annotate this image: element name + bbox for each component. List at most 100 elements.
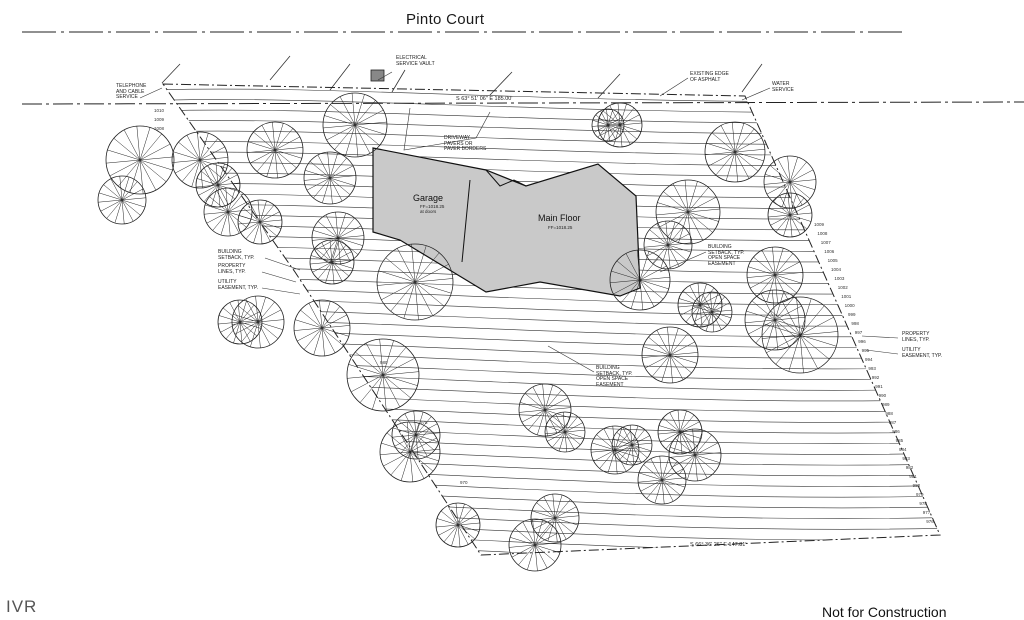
- tree: [303, 151, 357, 205]
- tree: [346, 338, 420, 412]
- tree: [203, 187, 253, 237]
- contour-elevation-label: 998: [851, 321, 859, 326]
- construction-note: Not for Construction: [822, 604, 947, 620]
- utility-easement-right-label: Utility Easement, Typ.: [902, 347, 943, 359]
- telephone-service-label: Telephone and Cable Service: [116, 83, 147, 100]
- tree: [237, 199, 283, 245]
- utility-easement-left-label: Utility Easement, Typ.: [218, 279, 259, 291]
- contour-elevation-label: 985: [895, 438, 904, 443]
- contour-line: [163, 519, 940, 541]
- contour-elevation-label: 981: [909, 474, 917, 479]
- main-floor-elevation: FF=1018.25: [548, 225, 573, 230]
- tree: [657, 409, 703, 455]
- contour-elevation-label: 980: [380, 360, 388, 365]
- contour-line: [163, 487, 940, 509]
- driveway-path: [403, 107, 491, 151]
- tree: [246, 121, 304, 179]
- contour-elevation-label: 976: [926, 519, 934, 524]
- contour-elevation-label: 991: [875, 384, 883, 389]
- garage-label: Garage: [413, 193, 444, 203]
- water-service-label: Water Service: [772, 81, 794, 93]
- tree: [655, 179, 721, 245]
- watermark: IVR: [6, 597, 38, 616]
- tree: [435, 502, 481, 548]
- contour-line: [163, 424, 940, 445]
- property-lines-right-label: Property Lines, Typ.: [902, 331, 930, 343]
- garage-wall: [461, 179, 471, 263]
- contour-line: [163, 361, 940, 380]
- main-floor-label: Main Floor: [538, 213, 581, 223]
- contour-elevation-label: 990: [878, 393, 887, 398]
- contour-line: [163, 435, 940, 455]
- tree: [508, 518, 562, 572]
- trees: [97, 92, 839, 572]
- tree: [641, 326, 699, 384]
- contour-line: [163, 130, 940, 145]
- electrical-service-label: Electrical Service Vault: [396, 55, 435, 67]
- tree: [643, 220, 693, 270]
- contour-elevation-label: 1000: [844, 303, 855, 308]
- tree: [311, 211, 365, 265]
- tree: [391, 410, 441, 460]
- property-lines-left-label: Property Lines, Typ.: [218, 263, 246, 275]
- tree: [518, 383, 572, 437]
- tree: [668, 428, 722, 482]
- north-bearing: S 63° 51' 06" E 185.00': [456, 96, 513, 102]
- contour-line: [163, 372, 940, 391]
- tree: [609, 249, 671, 311]
- tree: [309, 239, 355, 285]
- contour-elevation-label: 1008: [154, 126, 165, 131]
- contour-elevation-label: 1003: [834, 276, 845, 281]
- contour-elevation-label: 1009: [154, 117, 165, 122]
- tree: [97, 175, 147, 225]
- tree: [611, 424, 653, 466]
- tree: [767, 192, 813, 238]
- contour-elevation-label: 999: [848, 312, 856, 317]
- contour-line: [163, 288, 940, 306]
- contour-line: [163, 456, 940, 477]
- contour-elevation-label: 986: [892, 429, 900, 434]
- right-of-way-line: [21, 101, 1024, 105]
- building-setback-left-label: Building Setback, Typ.: [218, 249, 255, 261]
- contour-elevation-label: 996: [858, 339, 866, 344]
- tree: [763, 155, 817, 209]
- contour-elevation-label: 983: [902, 456, 910, 461]
- contour-elevation-label: 995: [861, 348, 870, 353]
- contour-elevation-label: 979: [916, 492, 924, 497]
- contour-line: [150, 562, 960, 583]
- south-bearing: S 66° 36' 26" E 147.81': [690, 542, 747, 548]
- tree: [677, 282, 723, 328]
- tree: [704, 121, 766, 183]
- tree: [217, 299, 263, 345]
- contour-elevation-label: 982: [905, 465, 914, 470]
- tree: [376, 243, 454, 321]
- contour-elevation-label: 992: [871, 375, 880, 380]
- tree: [744, 289, 806, 351]
- contour-elevation-label: 1007: [820, 240, 831, 245]
- tree: [322, 92, 388, 158]
- contour-elevation-label: 978: [919, 501, 927, 506]
- contour-line: [163, 466, 940, 487]
- contour-elevation-label: 1010: [154, 108, 165, 113]
- contour-elevation-label: 988: [885, 411, 893, 416]
- contour-elevation-label: 984: [899, 447, 907, 452]
- tree: [637, 455, 687, 505]
- electrical-vault: [370, 69, 385, 82]
- driveway-edge: [485, 169, 527, 187]
- contour-line: [163, 351, 940, 370]
- tree: [530, 493, 580, 543]
- garage-elevation: FF=1018.25 at doors: [420, 204, 445, 214]
- asphalt-edge-label: Existing Edge of Asphalt: [690, 71, 729, 83]
- tree: [746, 246, 804, 304]
- tree: [293, 299, 351, 357]
- contour-elevation-label: 1006: [824, 249, 835, 254]
- contour-line: [163, 319, 940, 338]
- contour-elevation-label: 1008: [817, 231, 828, 236]
- contour-line: [163, 529, 940, 551]
- property-boundary: [162, 83, 941, 556]
- contour-elevation-label: 977: [922, 510, 931, 515]
- contour-elevation-label: 997: [854, 330, 863, 335]
- contour-elevation-label: 975: [420, 420, 428, 425]
- contour-lines: [150, 88, 960, 583]
